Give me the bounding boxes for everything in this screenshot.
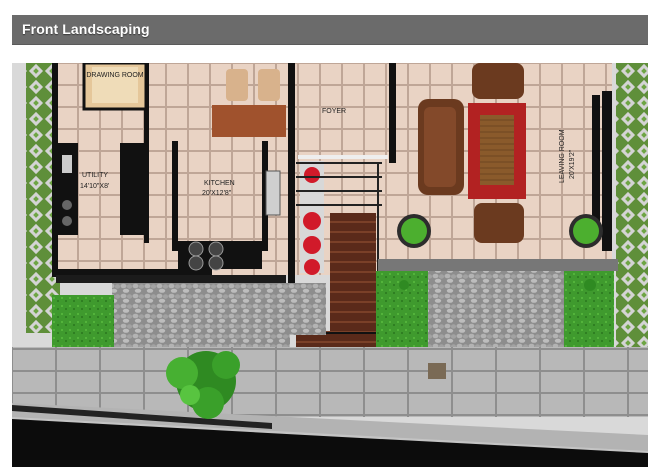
utility-room: UTILITY 14'10"X8': [56, 143, 146, 235]
utility-label: UTILITY: [82, 172, 108, 179]
living-room-label: LEAVING ROOM: [559, 129, 566, 183]
foyer: FOYER: [298, 108, 388, 159]
living-room-size: 20'X19'2": [569, 149, 576, 179]
tree-icon: [166, 351, 240, 419]
kitchen-size: 20'X12'8": [202, 190, 232, 197]
living-room: LEAVING ROOM 20'X19'2": [397, 63, 603, 248]
floor-plan-image: DRAWING ROOM UTILITY 14'10"X8' KITCHEN 2…: [12, 63, 648, 467]
drawing-room-label: DRAWING ROOM: [86, 72, 143, 79]
section-header: Front Landscaping: [12, 15, 648, 45]
kitchen-label: KITCHEN: [204, 180, 235, 187]
section-title: Front Landscaping: [22, 21, 150, 37]
utility-size: 14'10"X8': [80, 183, 109, 190]
kitchen-room: KITCHEN 20'X12'8": [178, 170, 281, 271]
drawing-room: DRAWING ROOM: [82, 63, 148, 111]
foyer-label: FOYER: [322, 108, 346, 115]
